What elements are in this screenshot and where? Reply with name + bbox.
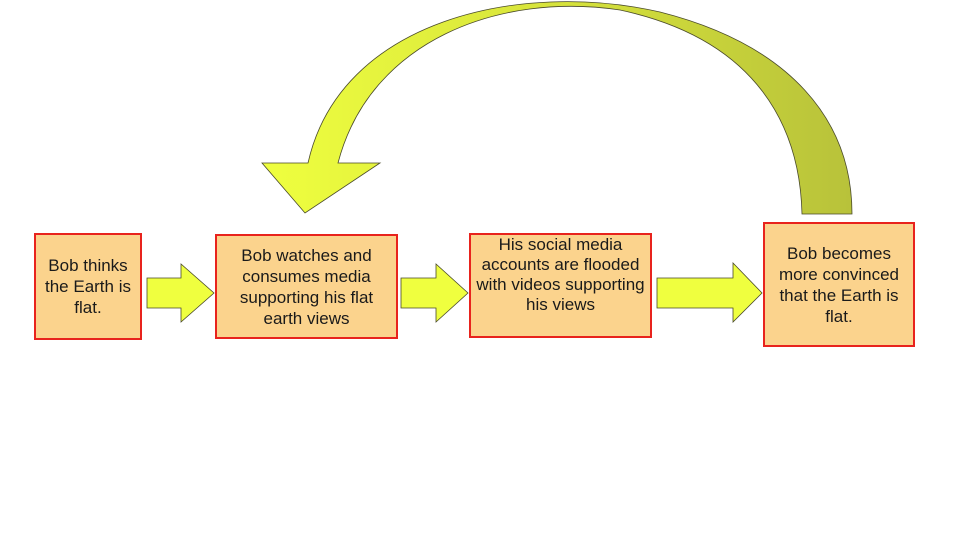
step-label-2: Bob watches and consumes media supportin… [239,245,374,328]
step-label-4: Bob becomes more convinced that the Eart… [778,243,899,326]
step-box-4: Bob becomes more convinced that the Eart… [763,222,915,347]
step-box-2: Bob watches and consumes media supportin… [215,234,398,339]
right-arrow-icon [146,263,215,323]
step-box-1: Bob thinks the Earth is flat. [34,233,142,340]
step-label-1: Bob thinks the Earth is flat. [45,256,131,317]
curved-loop-arrow-icon [261,1,853,215]
step-box-3: His social media accounts are flooded wi… [469,233,652,338]
right-arrow-icon [400,263,469,323]
right-arrow-icon [656,262,763,323]
step-label-3: His social media accounts are flooded wi… [476,235,645,314]
